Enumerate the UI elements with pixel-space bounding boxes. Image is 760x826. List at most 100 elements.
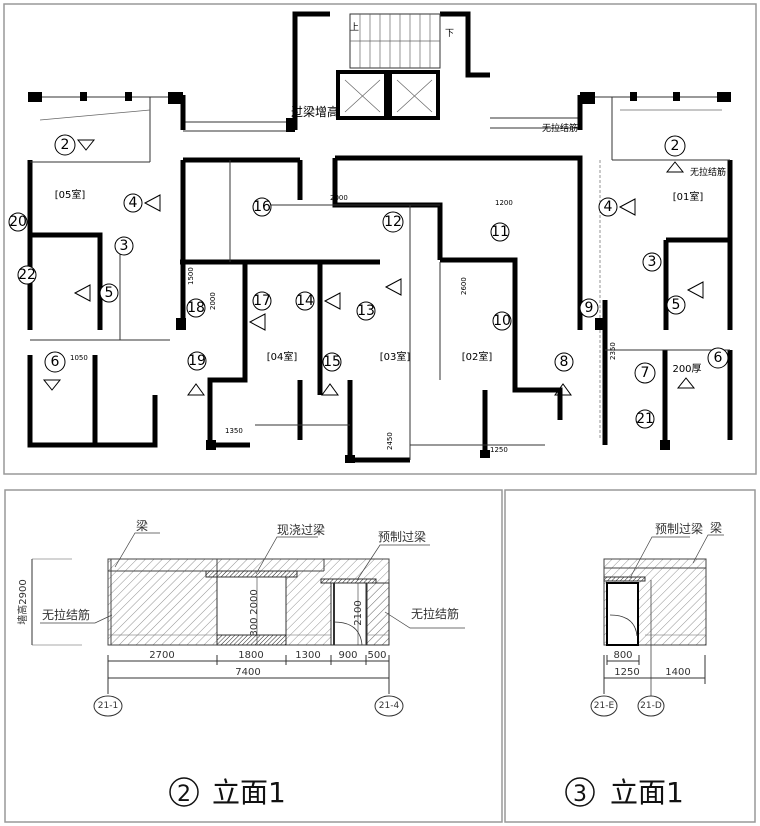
door-opening bbox=[330, 582, 367, 646]
marker[interactable]: 2 bbox=[664, 135, 686, 173]
svg-text:7: 7 bbox=[641, 365, 650, 381]
dim-segment: 900 bbox=[338, 650, 357, 661]
marker[interactable]: 15 bbox=[321, 352, 342, 396]
dim-plan: 1350 bbox=[225, 427, 243, 435]
room-label-01: [01室] bbox=[673, 190, 704, 203]
room-label-05: [05室] bbox=[55, 188, 86, 201]
svg-text:19: 19 bbox=[188, 353, 206, 369]
axis-bubble bbox=[374, 695, 404, 717]
label-beam: 梁 bbox=[710, 520, 722, 535]
label-precast-beam: 预制过梁 bbox=[378, 529, 426, 544]
dim-segment: 1250 bbox=[614, 667, 639, 678]
marker[interactable]: 4 bbox=[598, 197, 636, 217]
axis-bubble bbox=[590, 695, 618, 717]
marker[interactable]: 5 bbox=[73, 283, 119, 303]
svg-text:6: 6 bbox=[714, 350, 723, 366]
door-opening bbox=[606, 582, 639, 646]
sill-height-dim: 300 bbox=[249, 617, 260, 636]
marker[interactable]: 17 bbox=[248, 291, 272, 331]
svg-text:2: 2 bbox=[61, 137, 70, 153]
marker[interactable]: 13 bbox=[356, 278, 402, 321]
no-tie-bar-note-2: 无拉结筋 bbox=[690, 166, 726, 178]
marker[interactable]: 9 bbox=[579, 298, 599, 318]
marker[interactable]: 10 bbox=[492, 311, 512, 331]
title-number: 2 bbox=[177, 782, 191, 807]
axis-label: 21-D bbox=[640, 701, 662, 711]
dim-plan: 2000 bbox=[209, 292, 217, 310]
stair-down-label: 下 bbox=[445, 29, 454, 39]
title-number-circle bbox=[565, 777, 595, 807]
marker[interactable]: 3 bbox=[114, 236, 134, 256]
svg-text:22: 22 bbox=[18, 267, 36, 283]
dim-segment: 2700 bbox=[149, 650, 174, 661]
columns bbox=[28, 92, 731, 463]
dim-plan: 1250 bbox=[490, 446, 508, 454]
floor-plan: 上 下 过梁增高 bbox=[8, 11, 733, 463]
svg-text:4: 4 bbox=[129, 195, 138, 211]
svg-text:6: 6 bbox=[51, 354, 60, 370]
elevation-3-title: 立面1 bbox=[610, 776, 684, 809]
marker[interactable]: 6 bbox=[676, 347, 729, 389]
stair-core: 上 下 过梁增高 bbox=[291, 11, 490, 130]
dim-plan: 1200 bbox=[495, 199, 513, 207]
middle-units-walls bbox=[180, 155, 583, 463]
elevation-2: 梁 现浇过梁 预制过梁 无拉结筋 无拉结筋 墙高2900 2000 300 21… bbox=[16, 518, 465, 809]
dim-plan: 2600 bbox=[460, 277, 468, 295]
svg-text:4: 4 bbox=[604, 199, 613, 215]
dim-plan: 2000 bbox=[330, 194, 348, 202]
svg-text:3: 3 bbox=[648, 254, 657, 270]
stair-up-label: 上 bbox=[350, 22, 359, 33]
precast-lintel bbox=[603, 576, 646, 582]
marker[interactable]: 7 bbox=[634, 362, 656, 384]
dim-plan: 2450 bbox=[386, 432, 394, 450]
svg-text:18: 18 bbox=[187, 300, 205, 316]
svg-text:16: 16 bbox=[253, 199, 271, 215]
marker[interactable]: 8 bbox=[554, 352, 574, 396]
svg-text:11: 11 bbox=[491, 224, 509, 240]
svg-text:3: 3 bbox=[120, 238, 129, 254]
marker[interactable]: 19 bbox=[187, 351, 207, 396]
marker[interactable]: 14 bbox=[295, 291, 341, 311]
marker[interactable]: 20 bbox=[8, 212, 28, 232]
elevation-2-title: 立面1 bbox=[212, 776, 286, 809]
svg-text:10: 10 bbox=[493, 313, 511, 329]
svg-text:20: 20 bbox=[9, 214, 27, 230]
dim-plan: 2350 bbox=[609, 342, 617, 360]
elevation-markers: 2 2 4 4 16 12 11 3 3 20 22 5 5 18 17 14 … bbox=[8, 134, 729, 429]
room-labels: [05室] [01室] [04室] [03室] [02室] 无拉结筋 无拉结筋 … bbox=[55, 122, 726, 454]
marker[interactable]: 5 bbox=[666, 281, 704, 315]
elevation-3-frame bbox=[504, 489, 756, 823]
marker[interactable]: 12 bbox=[382, 211, 404, 233]
marker[interactable]: 16 bbox=[252, 197, 272, 217]
marker[interactable]: 18 bbox=[186, 298, 206, 318]
dim-plan: 1500 bbox=[187, 267, 195, 285]
room-label-03: [03室] bbox=[380, 350, 411, 363]
marker[interactable]: 21 bbox=[635, 409, 655, 429]
elevation-3: 预制过梁 梁 800 1250 1400 21-E 21-D 3 立面1 bbox=[565, 520, 724, 809]
marker[interactable]: 11 bbox=[490, 222, 510, 242]
dim-segment: 1800 bbox=[238, 650, 263, 661]
label-no-tie-bar-right: 无拉结筋 bbox=[411, 606, 459, 621]
axis-label: 21-1 bbox=[98, 701, 118, 711]
cast-in-place-lintel bbox=[205, 570, 298, 578]
marker[interactable]: 2 bbox=[54, 134, 96, 156]
svg-text:5: 5 bbox=[672, 297, 681, 313]
marker[interactable]: 6 bbox=[42, 351, 66, 391]
unit-05-walls bbox=[27, 95, 186, 448]
title-number-circle bbox=[169, 777, 199, 807]
marker[interactable]: 4 bbox=[123, 193, 161, 213]
dim-segment: 1300 bbox=[295, 650, 320, 661]
svg-text:21: 21 bbox=[636, 411, 654, 427]
axis-label: 21-4 bbox=[379, 701, 400, 711]
label-cast-beam: 现浇过梁 bbox=[277, 522, 325, 537]
marker[interactable]: 3 bbox=[642, 252, 662, 272]
svg-text:8: 8 bbox=[560, 354, 569, 370]
dim-plan: 1050 bbox=[70, 354, 88, 362]
room-label-02: [02室] bbox=[462, 350, 493, 363]
svg-text:9: 9 bbox=[585, 300, 594, 316]
label-precast-beam: 预制过梁 bbox=[655, 521, 703, 536]
title-number: 3 bbox=[573, 782, 587, 807]
marker[interactable]: 22 bbox=[17, 265, 37, 285]
label-beam: 梁 bbox=[136, 518, 148, 533]
